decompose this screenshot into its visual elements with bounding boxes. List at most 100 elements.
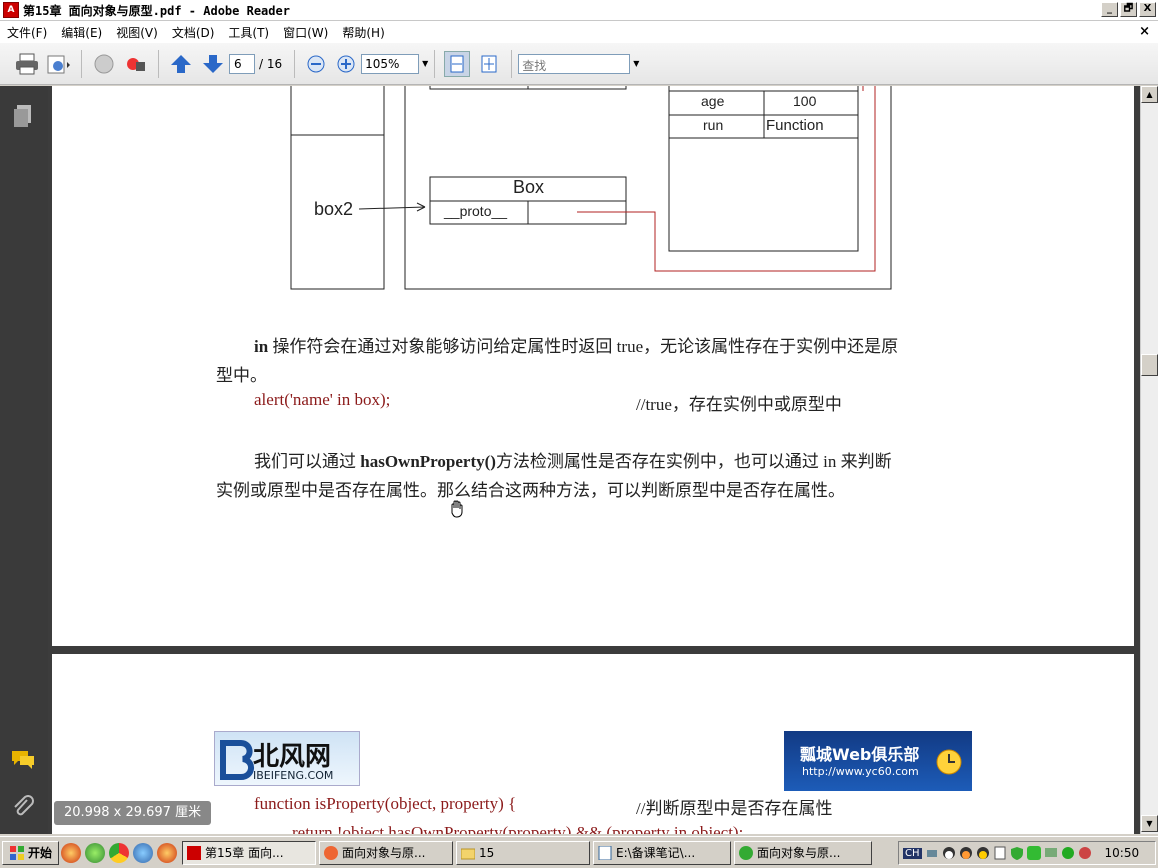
ie-icon [739,845,754,860]
code-comment-1: //true，存在实例中或原型中 [636,395,842,414]
zoom-out-icon[interactable] [303,51,329,77]
zoom-dropdown-icon[interactable]: ▼ [422,59,429,68]
menu-tools[interactable]: 工具(T) [228,25,270,40]
alarm-clock-icon [936,749,962,775]
page-number-input[interactable]: 6 [229,53,255,74]
yc60-brand: 瓢城Web俱乐部 [800,745,920,764]
export-icon[interactable] [46,51,72,77]
vertical-scrollbar[interactable]: ▲ ▼ [1140,86,1158,834]
task-firefox[interactable]: 面向对象与原... [319,840,454,865]
attachments-icon[interactable] [11,795,35,823]
task-notepad[interactable]: E:\备课笔记\... [593,840,732,865]
fit-page-icon[interactable] [476,51,502,77]
zoom-level-select[interactable]: 105% [361,53,420,74]
task-folder[interactable]: 15 [456,840,591,865]
page-size-indicator: 20.998 x 29.697 厘米 [54,801,212,825]
taskbar: 开始 第15章 面向... 面向对象与原... 15 E:\备课笔记\... 面… [0,836,1158,868]
task-ie[interactable]: 面向对象与原... [734,840,873,865]
code-comment-2: //判断原型中是否存在属性 [636,799,833,818]
menu-bar: 文件(F) 编辑(E) 视图(V) 文档(D) 工具(T) 窗口(W) 帮助(H… [0,21,1158,43]
start-label: 开始 [28,846,53,860]
firefox-icon [324,845,339,860]
page-total: / 16 [259,56,283,71]
row-key-age: age [701,93,725,109]
green-tray-icon[interactable] [1026,846,1041,860]
hand-cursor-icon [448,500,466,522]
paragraph-in-text: 操作符会在通过对象能够访问给定属性时返回 true，无论该属性存在于实例中还是原 [268,337,899,356]
menu-file[interactable]: 文件(F) [7,25,48,40]
box-label: Box [513,177,545,197]
comments-icon[interactable] [10,748,36,774]
paragraph-hop-prefix: 我们可以通过 [254,452,361,471]
row-key-run: run [703,117,724,133]
document-view[interactable]: Box __proto__ box2 age 100 run Function … [48,86,1140,834]
find-dropdown-icon[interactable]: ▼ [633,59,640,68]
pages-icon[interactable] [12,104,34,132]
fit-width-icon[interactable] [444,50,471,77]
menu-view[interactable]: 视图(V) [116,25,158,40]
menu-document[interactable]: 文档(D) [171,25,215,40]
toolbar: 6 / 16 105% ▼ 查找 ▼ [0,43,1158,85]
ibeifeng-logo: 北风网 IBEIFENG.COM [214,731,360,786]
menu-edit[interactable]: 编辑(E) [61,25,103,40]
task-label: 面向对象与原... [342,846,426,860]
task-label: 面向对象与原... [757,846,841,860]
code-alert: alert('name' in box); [254,390,391,409]
chrome-icon[interactable] [109,842,130,863]
restore-button[interactable]: 🗗 [1120,2,1137,17]
qq-third-icon[interactable] [976,846,990,860]
ime-indicator[interactable]: CH [903,847,922,859]
document-tray-icon[interactable] [993,846,1007,860]
secure-icon[interactable] [123,51,149,77]
network-icon[interactable] [925,846,939,860]
scroll-thumb[interactable] [1141,354,1158,376]
scroll-down-icon[interactable]: ▼ [1141,815,1158,832]
close-button[interactable]: X [1139,2,1156,17]
row-value-run: Function [766,117,824,134]
ibeifeng-brand: 北风网 [253,742,332,772]
code-return: return !object.hasOwnProperty(property) … [292,823,744,834]
qq-icon[interactable] [942,846,956,860]
folder-icon [461,848,476,859]
start-button[interactable]: 开始 [2,840,60,865]
zoom-in-icon[interactable] [333,51,359,77]
sync-icon[interactable] [1061,846,1075,860]
paragraph-in-operator: in 操作符会在通过对象能够访问给定属性时返回 true，无论该属性存在于实例中… [254,332,898,357]
browser-icon[interactable] [133,842,154,863]
close-document-button[interactable]: × [1139,24,1150,39]
menu-window[interactable]: 窗口(W) [283,25,329,40]
ibeifeng-url: IBEIFENG.COM [253,769,334,782]
notepad-icon [598,845,612,860]
scroll-up-icon[interactable]: ▲ [1141,86,1158,103]
clock[interactable]: 10:50 [1104,846,1140,860]
firefox-alt-icon[interactable] [157,842,178,863]
next-page-icon[interactable] [200,51,226,77]
pdf-icon [187,845,202,860]
qq-alt-icon[interactable] [959,846,973,860]
box2-label: box2 [314,199,354,219]
paragraph-hasownproperty: 我们可以通过 hasOwnProperty()方法检测属性是否存在实例中，也可以… [254,447,892,472]
collaborate-icon[interactable] [91,51,117,77]
ie-icon[interactable] [85,842,106,863]
pdf-page: Box __proto__ box2 age 100 run Function … [52,86,1134,646]
print-icon[interactable] [14,51,40,77]
task-label: 第15章 面向... [205,846,284,860]
navigation-pane [0,86,48,834]
title-bar: A 第15章 面向对象与原型.pdf - Adobe Reader _ 🗗 X [0,0,1158,21]
menu-help[interactable]: 帮助(H) [342,25,385,40]
monitor-icon[interactable] [1044,846,1058,860]
firefox-icon[interactable] [61,842,82,863]
task-adobe-reader[interactable]: 第15章 面向... [182,840,317,865]
yc60-logo: 瓢城Web俱乐部 http://www.yc60.com [784,731,972,791]
shield-icon[interactable] [1010,846,1024,860]
proto-label: __proto__ [444,203,508,219]
windows-logo-icon [10,845,24,860]
minimize-button[interactable]: _ [1101,2,1118,17]
settings-tray-icon[interactable] [1078,846,1092,860]
paragraph-hop-line2: 实例或原型中是否存在属性。那么结合这两种方法，可以判断原型中是否存在属性。 [216,481,845,500]
previous-page-icon[interactable] [168,51,194,77]
window-title: 第15章 面向对象与原型.pdf - Adobe Reader [23,3,290,18]
task-label: E:\备课笔记\... [616,846,696,860]
find-input[interactable]: 查找 [518,53,631,74]
system-tray: CH 10:50 [898,841,1156,865]
